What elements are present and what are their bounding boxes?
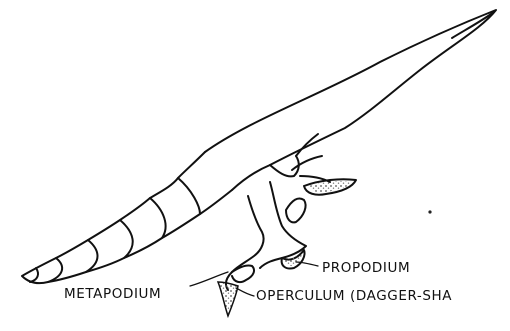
whorl-line [86, 240, 98, 272]
whorl-line [120, 220, 133, 258]
siphonal-canal [205, 10, 496, 165]
operculum-leader [236, 288, 254, 296]
aperture-lip [270, 156, 299, 176]
tentacle [296, 134, 318, 156]
body-whorl [232, 165, 270, 190]
shell-spire-outline [22, 152, 232, 283]
operculum-label: OPERCULUM (DAGGER-SHA [256, 290, 452, 304]
whorl-line [150, 198, 166, 238]
propodium-label: PROPODIUM [322, 262, 410, 276]
siphon-loop [286, 198, 306, 222]
whorl-line [178, 178, 200, 214]
operculum-dagger [218, 282, 238, 316]
speck [428, 210, 431, 213]
metapodium-label: METAPODIUM [64, 288, 161, 302]
